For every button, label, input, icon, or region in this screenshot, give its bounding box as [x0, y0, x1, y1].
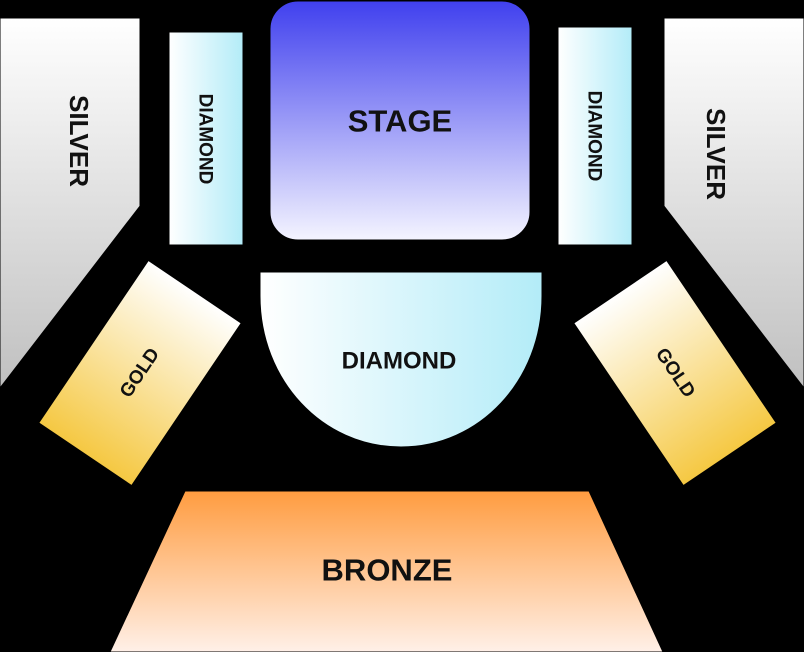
section-bronze-label: BRONZE: [322, 553, 453, 588]
section-silver-left[interactable]: SILVER: [0, 17, 141, 389]
stage: STAGE: [269, 0, 531, 241]
section-diamond-right-label: DIAMOND: [584, 91, 605, 182]
section-bronze[interactable]: BRONZE: [109, 490, 664, 652]
section-diamond-center[interactable]: DIAMOND: [259, 271, 543, 448]
section-diamond-left-label: DIAMOND: [195, 94, 216, 185]
section-gold-right[interactable]: GOLD: [573, 259, 777, 487]
section-diamond-left[interactable]: DIAMOND: [168, 31, 244, 246]
section-silver-left-label: SILVER: [64, 95, 94, 187]
section-silver-right-label: SILVER: [701, 108, 731, 200]
section-gold-left[interactable]: GOLD: [38, 259, 242, 487]
section-diamond-center-label: DIAMOND: [342, 348, 457, 375]
stage-label: STAGE: [348, 104, 453, 139]
section-silver-right[interactable]: SILVER: [663, 17, 804, 389]
section-diamond-right[interactable]: DIAMOND: [557, 26, 633, 246]
